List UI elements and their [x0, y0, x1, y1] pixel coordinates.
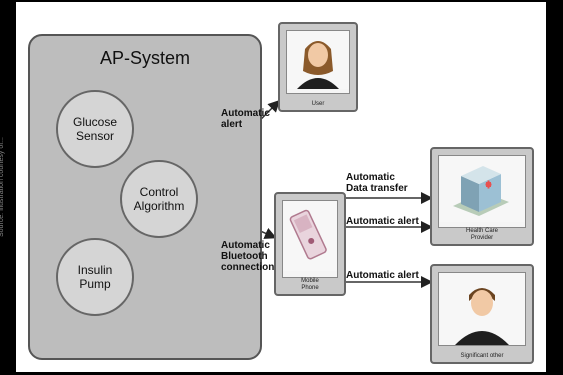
significant-other-caption: Significant other — [460, 353, 504, 359]
mobile-phone-caption: Mobile Phone — [301, 278, 319, 291]
male-avatar-icon — [439, 273, 525, 345]
mobile-phone-illustration — [282, 200, 338, 278]
user-caption: User — [311, 101, 325, 107]
provider-illustration — [438, 155, 526, 228]
user-node: User — [278, 22, 358, 112]
user-portrait — [286, 30, 350, 94]
edge-label-automatic-alert-top: Automatic alert — [221, 108, 270, 130]
mobile-phone-icon — [283, 201, 337, 271]
edge-label-automatic-alert-mid: Automatic alert — [346, 216, 419, 227]
glucose-sensor-node: Glucose Sensor — [56, 90, 134, 168]
edge-label-automatic-alert-bottom: Automatic alert — [346, 270, 419, 281]
side-caption: Source: Illustration courtesy of... — [0, 137, 5, 238]
provider-caption: Health Care Provider — [465, 228, 498, 241]
female-avatar-icon — [287, 31, 349, 89]
ap-system-title: AP-System — [99, 48, 191, 68]
insulin-pump-label: Insulin Pump — [77, 263, 113, 291]
edge-label-automatic-bluetooth: Automatic Bluetooth connection — [221, 240, 275, 273]
health-care-provider-node: Health Care Provider — [430, 147, 534, 246]
significant-other-node: Significant other — [430, 264, 534, 364]
glucose-sensor-label: Glucose Sensor — [72, 115, 118, 143]
edge-label-automatic-data-transfer: Automatic Data transfer — [346, 172, 408, 194]
diagram-canvas: AP-System Glucose Sensor Control Algorit… — [16, 2, 546, 372]
control-algorithm-node: Control Algorithm — [120, 160, 198, 238]
mobile-phone-node: Mobile Phone — [274, 192, 346, 296]
insulin-pump-node: Insulin Pump — [56, 238, 134, 316]
hospital-building-icon — [439, 156, 525, 222]
control-algorithm-label: Control Algorithm — [133, 185, 185, 213]
significant-other-portrait — [438, 272, 526, 346]
